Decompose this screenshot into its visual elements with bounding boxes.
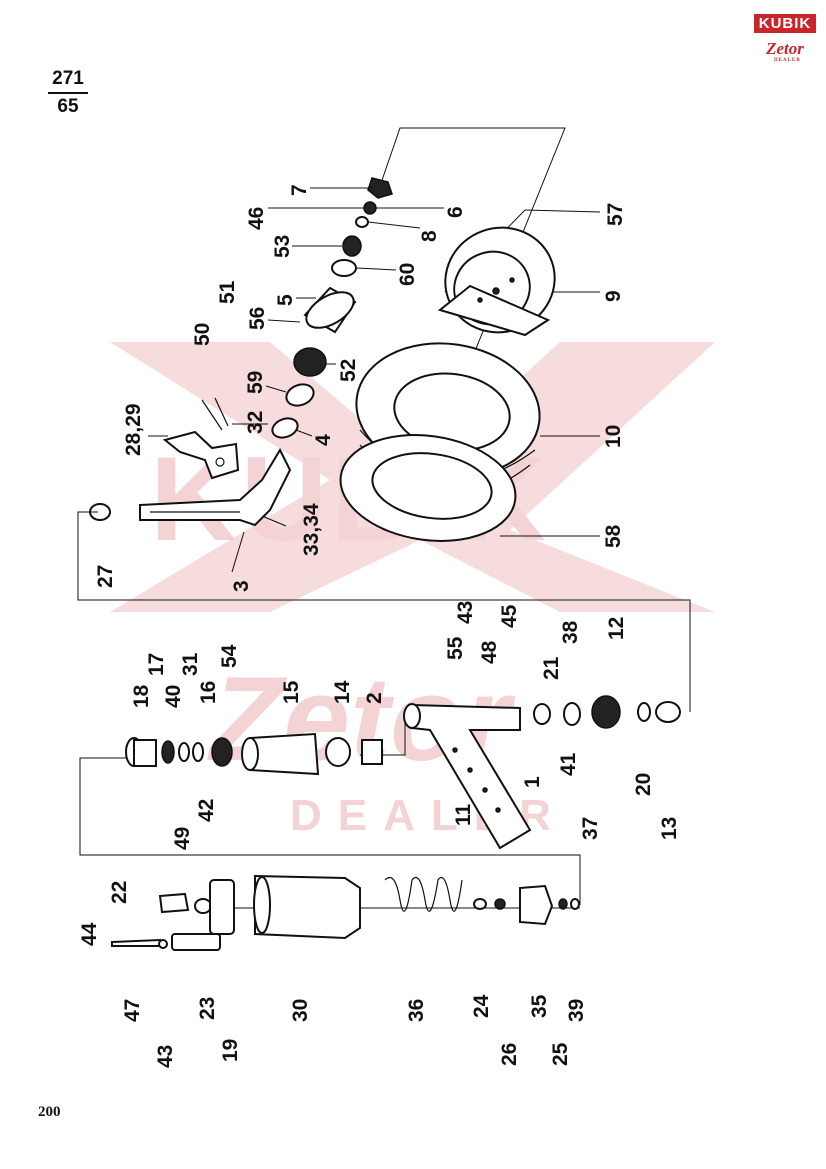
- callout-43-top: 43: [454, 601, 477, 624]
- callout-6: 6: [444, 206, 467, 218]
- strut-parts: [111, 874, 580, 951]
- hub-assembly-part: [271, 177, 393, 439]
- callout-19: 19: [219, 1039, 242, 1062]
- callout-47: 47: [121, 999, 144, 1022]
- callout-8: 8: [418, 230, 441, 242]
- callout-11: 11: [452, 803, 475, 826]
- figure-reference: 271 65: [48, 68, 88, 118]
- callout-14: 14: [331, 680, 354, 704]
- callout-52: 52: [337, 359, 360, 382]
- callout-51: 51: [216, 280, 239, 304]
- callout-27: 27: [94, 565, 117, 588]
- callout-26: 26: [498, 1043, 521, 1066]
- logo-dealer-script: Zetor DEALER: [754, 36, 816, 66]
- callout-9: 9: [602, 290, 625, 302]
- callout-31: 31: [179, 652, 202, 676]
- callout-13: 13: [658, 817, 681, 840]
- callout-57: 57: [604, 203, 627, 226]
- seal-parts: [533, 695, 681, 729]
- callout-35: 35: [528, 994, 551, 1018]
- callout-46: 46: [245, 207, 268, 230]
- callout-49: 49: [171, 827, 194, 850]
- figure-ref-denominator: 65: [57, 96, 79, 117]
- steering-knuckle-part: [89, 447, 292, 527]
- callout-23: 23: [196, 997, 219, 1020]
- steering-arm-part: [162, 397, 240, 480]
- callout-33-34: 33,34: [300, 503, 323, 556]
- callout-44: 44: [78, 922, 101, 946]
- page-number: 200: [38, 1104, 61, 1120]
- callout-labels: 1 2 3 4 5 6 7 8 9 10 11 12 13 14 15 16 1…: [78, 184, 681, 1068]
- callout-22: 22: [108, 881, 131, 904]
- callout-18: 18: [130, 684, 153, 708]
- kubik-zetor-dealer-logo: KUBIK Zetor DEALER: [754, 14, 816, 66]
- callout-45: 45: [498, 604, 521, 628]
- callout-25: 25: [549, 1042, 572, 1066]
- callout-56: 56: [246, 307, 269, 330]
- callout-17: 17: [145, 653, 168, 676]
- logo-brand: KUBIK: [754, 14, 816, 33]
- callout-53: 53: [271, 235, 294, 258]
- callout-37: 37: [579, 817, 602, 840]
- callout-54: 54: [218, 644, 241, 668]
- callout-30: 30: [289, 999, 312, 1022]
- callout-15: 15: [280, 680, 303, 704]
- callout-58: 58: [602, 524, 625, 548]
- callout-59: 59: [244, 371, 267, 394]
- callout-1: 1: [521, 776, 544, 788]
- callout-48: 48: [478, 640, 501, 664]
- callout-3: 3: [230, 580, 253, 592]
- callout-60: 60: [396, 263, 419, 286]
- wheel-rim-part: [437, 226, 556, 337]
- leader-lines: [88, 187, 601, 573]
- callout-12: 12: [605, 617, 628, 640]
- callout-55: 55: [444, 636, 467, 660]
- callout-40: 40: [162, 685, 185, 708]
- callout-41: 41: [557, 752, 580, 776]
- callout-20: 20: [632, 773, 655, 796]
- callout-43-bottom: 43: [154, 1045, 177, 1068]
- callout-5: 5: [274, 294, 297, 306]
- callout-50: 50: [191, 323, 214, 346]
- callout-10: 10: [602, 425, 625, 448]
- callout-21: 21: [540, 656, 563, 680]
- callout-28-29: 28,29: [122, 403, 145, 456]
- callout-16: 16: [197, 681, 220, 704]
- callout-42: 42: [195, 799, 218, 822]
- logo-dealer-small: DEALER: [774, 58, 801, 63]
- callout-38: 38: [559, 620, 582, 644]
- callout-36: 36: [405, 999, 428, 1022]
- logo-script-text: Zetor: [766, 39, 804, 58]
- figure-ref-numerator: 271: [48, 68, 88, 94]
- king-pin-housing-part: [125, 732, 383, 776]
- callout-4: 4: [312, 434, 335, 446]
- callout-2: 2: [363, 692, 386, 704]
- callout-32: 32: [244, 411, 267, 434]
- inner-tube-part: [339, 434, 517, 542]
- callout-24: 24: [470, 994, 493, 1018]
- callout-7: 7: [288, 184, 311, 196]
- axle-tube-part: [403, 703, 532, 850]
- callout-39: 39: [565, 999, 588, 1022]
